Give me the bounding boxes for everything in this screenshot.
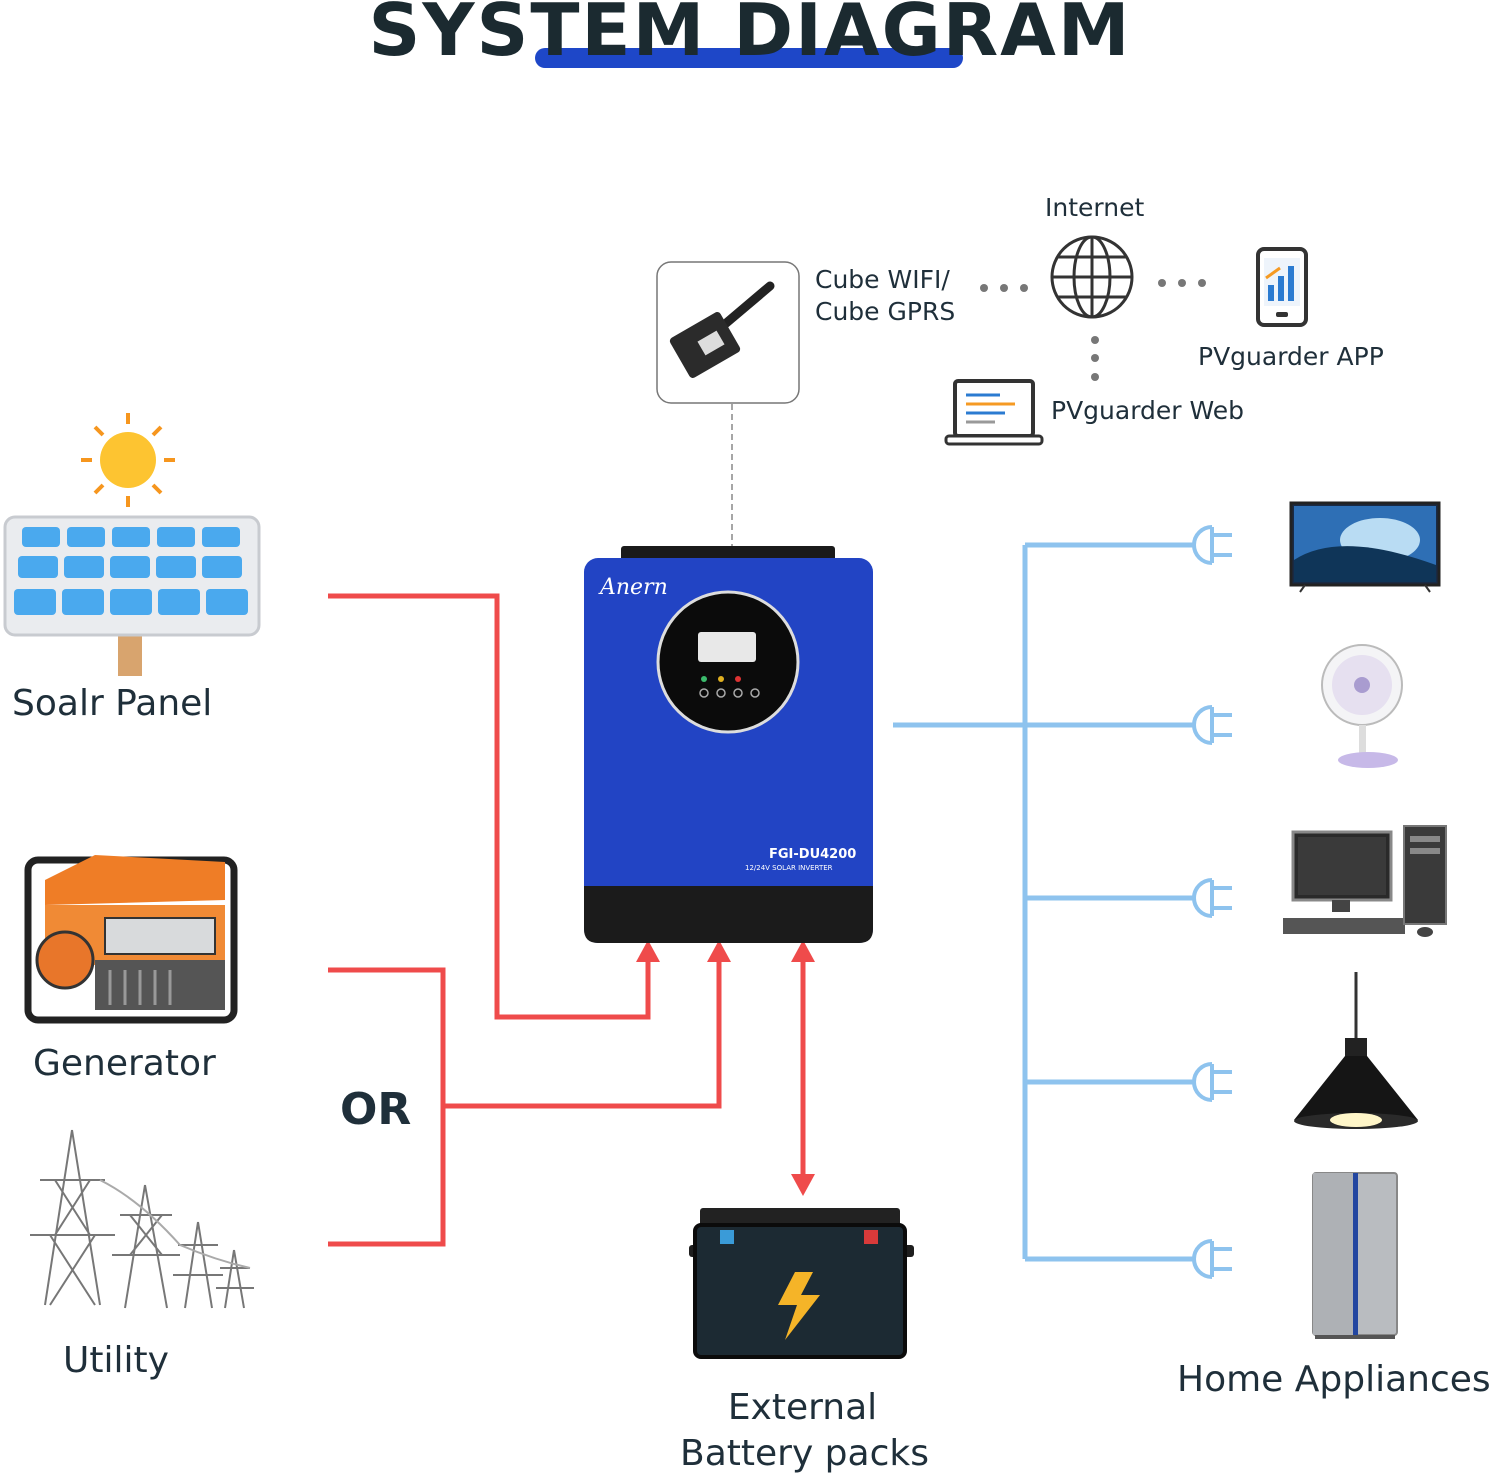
battery-label-line1: External bbox=[727, 1387, 878, 1428]
tv-icon bbox=[1289, 501, 1441, 593]
solar-panel-icon bbox=[3, 515, 261, 676]
generator-label: Generator bbox=[33, 1043, 216, 1084]
computer-icon bbox=[1283, 825, 1447, 937]
title-underline bbox=[535, 48, 963, 68]
utility-label: Utility bbox=[63, 1340, 169, 1381]
refrigerator-icon bbox=[1312, 1172, 1398, 1339]
battery-arrow-up bbox=[791, 940, 815, 962]
globe-icon bbox=[1050, 235, 1134, 319]
plug-icon bbox=[1192, 525, 1232, 565]
solar-connection-line bbox=[328, 593, 651, 1020]
solar-input-arrow bbox=[636, 940, 660, 962]
laptop-web-icon bbox=[944, 379, 1044, 446]
inverter-unit bbox=[584, 546, 873, 943]
power-tower-icon bbox=[30, 1129, 254, 1309]
battery-icon bbox=[689, 1208, 914, 1359]
wifi-module-icon bbox=[656, 261, 800, 404]
generator-icon bbox=[24, 855, 238, 1024]
phone-app-icon bbox=[1256, 247, 1308, 327]
sun-icon bbox=[81, 413, 175, 507]
wifi-module-label-line1: Cube WIFI/ bbox=[815, 265, 950, 294]
battery-arrow-down bbox=[791, 1174, 815, 1196]
wifi-module-label: Cube WIFI/ Cube GPRS bbox=[815, 264, 955, 328]
plug-icon bbox=[1192, 705, 1232, 745]
web-label: PVguarder Web bbox=[1051, 396, 1245, 425]
home-appliances-label: Home Appliances bbox=[1177, 1359, 1491, 1400]
page-title: SYSTEM DIAGRAM bbox=[368, 0, 1132, 72]
grid-input-arrow bbox=[707, 940, 731, 962]
plug-icon bbox=[1192, 878, 1232, 918]
generator-utility-connection-line bbox=[328, 960, 722, 1247]
solar-panel-label: Soalr Panel bbox=[12, 683, 213, 724]
inverter-model: FGI-DU4200 bbox=[769, 847, 857, 862]
battery-label-line2: Battery packs bbox=[680, 1433, 929, 1474]
output-bus-line bbox=[893, 542, 1195, 1262]
inverter-subtitle: 12/24V SOLAR INVERTER bbox=[745, 864, 833, 872]
pendant-lamp-icon bbox=[1294, 972, 1418, 1129]
internet-label: Internet bbox=[1045, 193, 1145, 222]
plug-icon bbox=[1192, 1239, 1232, 1279]
battery-label: External Battery packs bbox=[680, 1385, 929, 1477]
dotted-connector bbox=[980, 279, 1206, 381]
app-label: PVguarder APP bbox=[1198, 342, 1384, 371]
fan-icon bbox=[1321, 644, 1403, 768]
or-label: OR bbox=[340, 1084, 412, 1135]
plug-icon bbox=[1192, 1062, 1232, 1102]
inverter-brand: Anern bbox=[600, 575, 668, 600]
wifi-module-label-line2: Cube GPRS bbox=[815, 297, 956, 326]
